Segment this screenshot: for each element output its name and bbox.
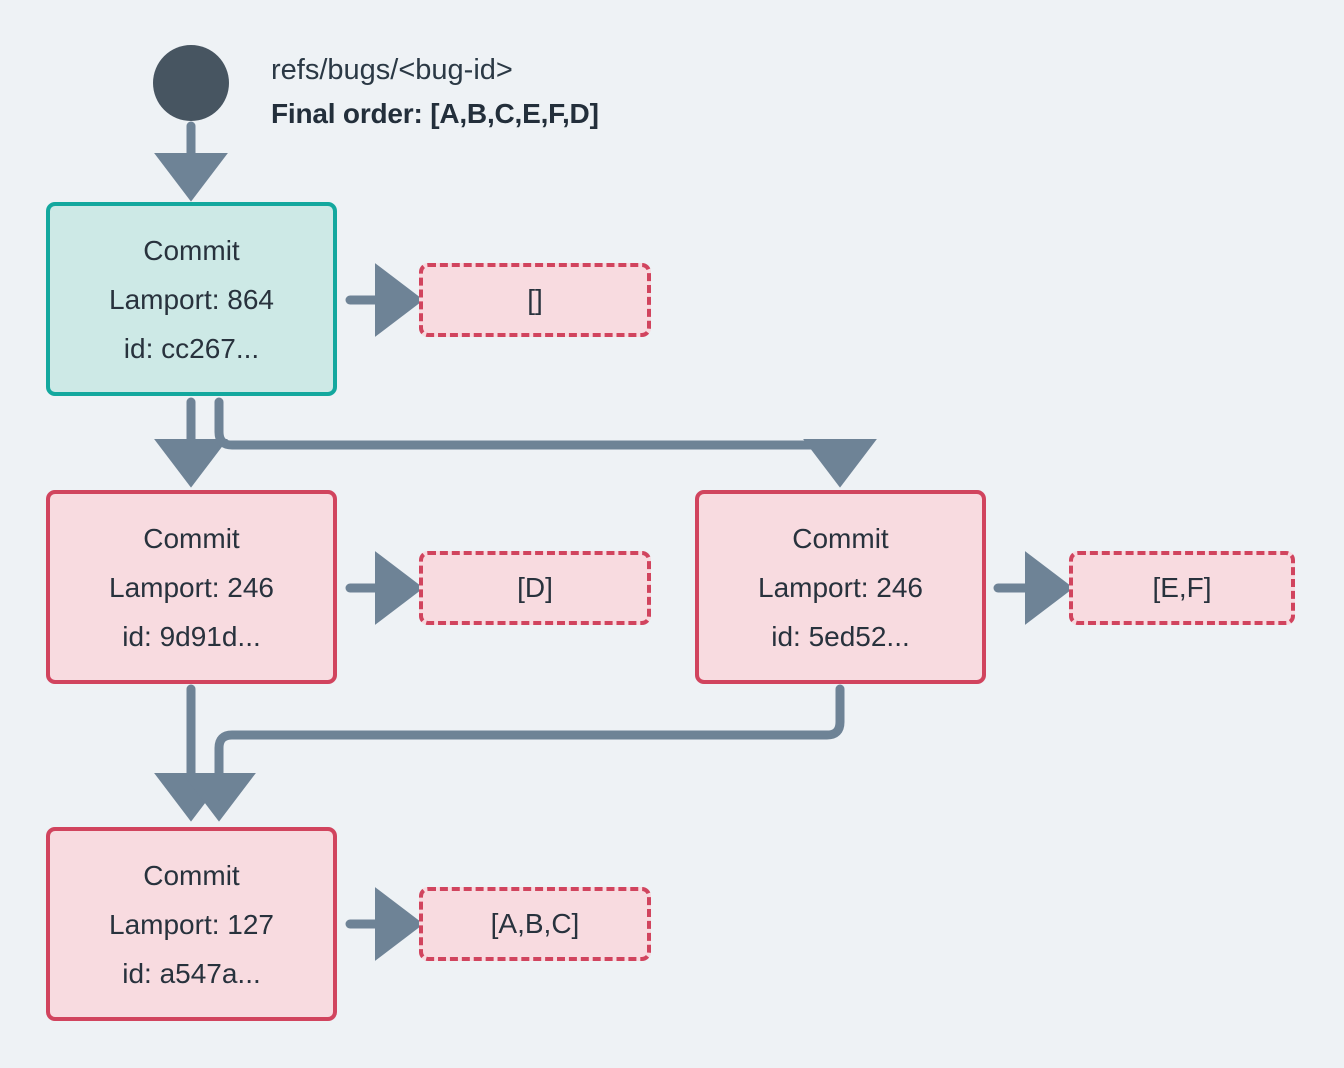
commit-d-id: id: a547a...: [122, 957, 261, 989]
oplist-box-c[interactable]: [E,F]: [1069, 551, 1295, 625]
commit-a-lamport: Lamport: 864: [109, 283, 274, 315]
oplist-box-d[interactable]: [A,B,C]: [419, 887, 651, 961]
branch-ref-label: refs/bugs/<bug-id>: [271, 54, 513, 86]
oplist-b-value: [D]: [517, 572, 553, 603]
edge-commit-a-to-commit-c: [214, 397, 877, 488]
oplist-d-value: [A,B,C]: [490, 908, 580, 939]
commit-a-title: Commit: [143, 234, 240, 266]
edge-commit-c-to-commit-d: [182, 684, 845, 822]
start-node-circle: [153, 45, 229, 121]
final-order-label: Final order: [A,B,C,E,F,D]: [271, 98, 599, 129]
commit-node-a[interactable]: Commit Lamport: 864 id: cc267...: [46, 202, 337, 396]
commit-node-d[interactable]: Commit Lamport: 127 id: a547a...: [46, 827, 337, 1021]
commit-b-lamport: Lamport: 246: [109, 571, 274, 603]
oplist-a-value: []: [527, 284, 543, 315]
oplist-box-b[interactable]: [D]: [419, 551, 651, 625]
commit-node-c[interactable]: Commit Lamport: 246 id: 5ed52...: [695, 490, 986, 684]
oplist-box-a[interactable]: []: [419, 263, 651, 337]
commit-d-lamport: Lamport: 127: [109, 908, 274, 940]
oplist-c-value: [E,F]: [1152, 572, 1212, 603]
commit-a-id: id: cc267...: [123, 332, 260, 364]
commit-b-id: id: 9d91d...: [122, 620, 261, 652]
commit-c-title: Commit: [792, 522, 889, 554]
commit-d-title: Commit: [143, 859, 240, 891]
commit-b-title: Commit: [143, 522, 240, 554]
commit-node-b[interactable]: Commit Lamport: 246 id: 9d91d...: [46, 490, 337, 684]
commit-c-lamport: Lamport: 246: [758, 571, 923, 603]
commit-c-id: id: 5ed52...: [771, 620, 910, 652]
branch-header: refs/bugs/<bug-id> Final order: [A,B,C,E…: [271, 48, 871, 136]
